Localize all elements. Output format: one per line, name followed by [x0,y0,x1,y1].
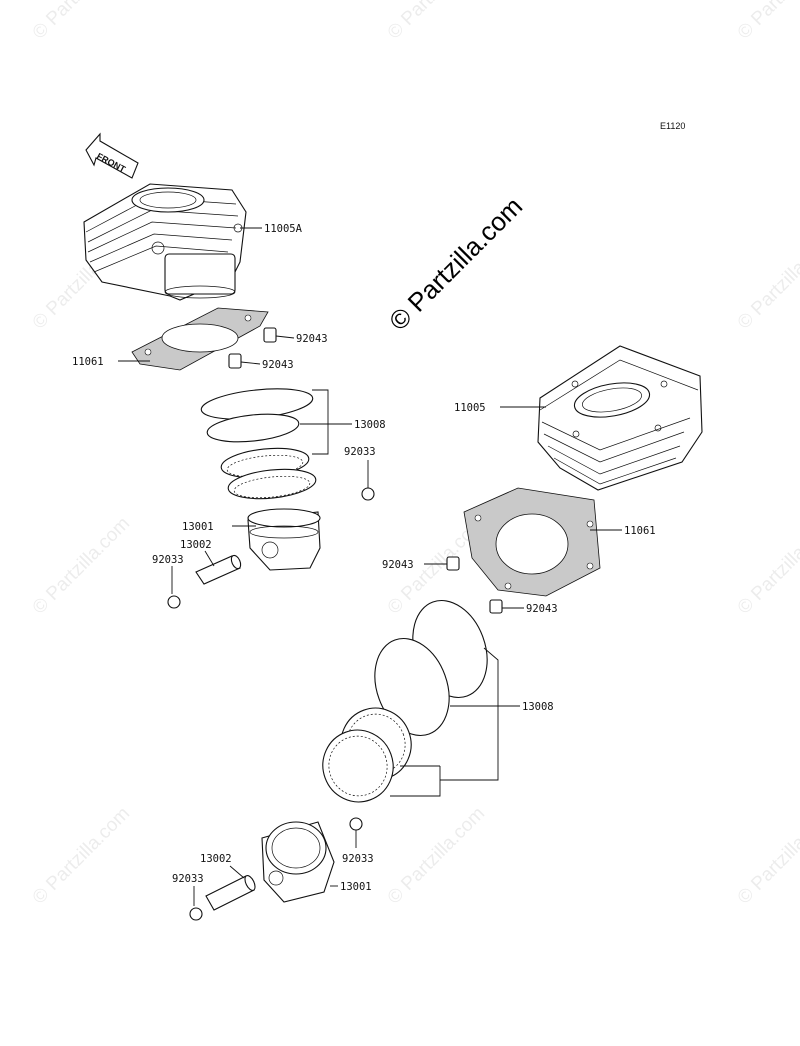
callout-label: 92033 [344,446,376,458]
lower-circlip-right-drawing [349,817,363,831]
upper-circlip-right-drawing [361,487,375,501]
callout-label: 92043 [296,333,328,345]
callout-label: 13008 [522,701,554,713]
watermark-tile: © Partzilla.com [384,0,489,44]
lower-gasket-drawing [463,487,601,597]
callout-label: 13002 [200,853,232,865]
watermark-tile: © Partzilla.com [734,0,800,44]
upper-piston-drawing [247,508,321,571]
callout-label: 92043 [262,359,294,371]
callout-label: 11005 [454,402,486,414]
callout-label: 92043 [526,603,558,615]
callout-label: 11061 [72,356,104,368]
callout-label: 13001 [340,881,372,893]
callout-label: 13008 [354,419,386,431]
callout-label: 92033 [152,554,184,566]
lower-rings-drawing [322,599,488,803]
upper-circlip-left-drawing [167,595,181,609]
front-arrow-icon: FRONT [85,132,139,179]
callout-label: 13002 [180,539,212,551]
watermark-tile: © Partzilla.com [734,228,800,333]
callout-label: 13001 [182,521,214,533]
upper-dowel-drawing [263,327,277,343]
upper-gasket-drawing [131,307,269,371]
callout-label: 11061 [624,525,656,537]
lower-cylinder-drawing [537,345,703,491]
callout-label: 92033 [342,853,374,865]
callout-label: 11005A [264,223,303,235]
center-watermark: © Partzilla.com [383,191,528,336]
watermark-tile: © Partzilla.com [734,513,800,618]
watermark-tile: © Partzilla.com [29,513,134,618]
leader-lines [118,227,622,906]
upper-rings-drawing [200,388,317,500]
watermark-tile: © Partzilla.com [384,803,489,908]
upper-dowel-drawing [228,353,242,369]
lower-piston-drawing [261,821,335,903]
callout-label: 92033 [172,873,204,885]
diagram-code: E1120 [660,121,685,131]
callout-label: 92043 [382,559,414,571]
watermark-tile: © Partzilla.com [29,0,134,44]
lower-piston-pin-drawing [205,875,256,911]
lower-circlip-left-drawing [189,907,203,921]
lower-dowel-drawing [446,556,460,571]
watermark-tile: © Partzilla.com [734,803,800,908]
watermark-tile: © Partzilla.com [29,803,134,908]
lower-dowel-drawing [489,599,503,614]
upper-piston-pin-drawing [195,554,242,585]
upper-cylinder-drawing [83,183,247,301]
callout-labels: 11005A 92043 11061 92043 13008 92033 130… [72,223,656,893]
